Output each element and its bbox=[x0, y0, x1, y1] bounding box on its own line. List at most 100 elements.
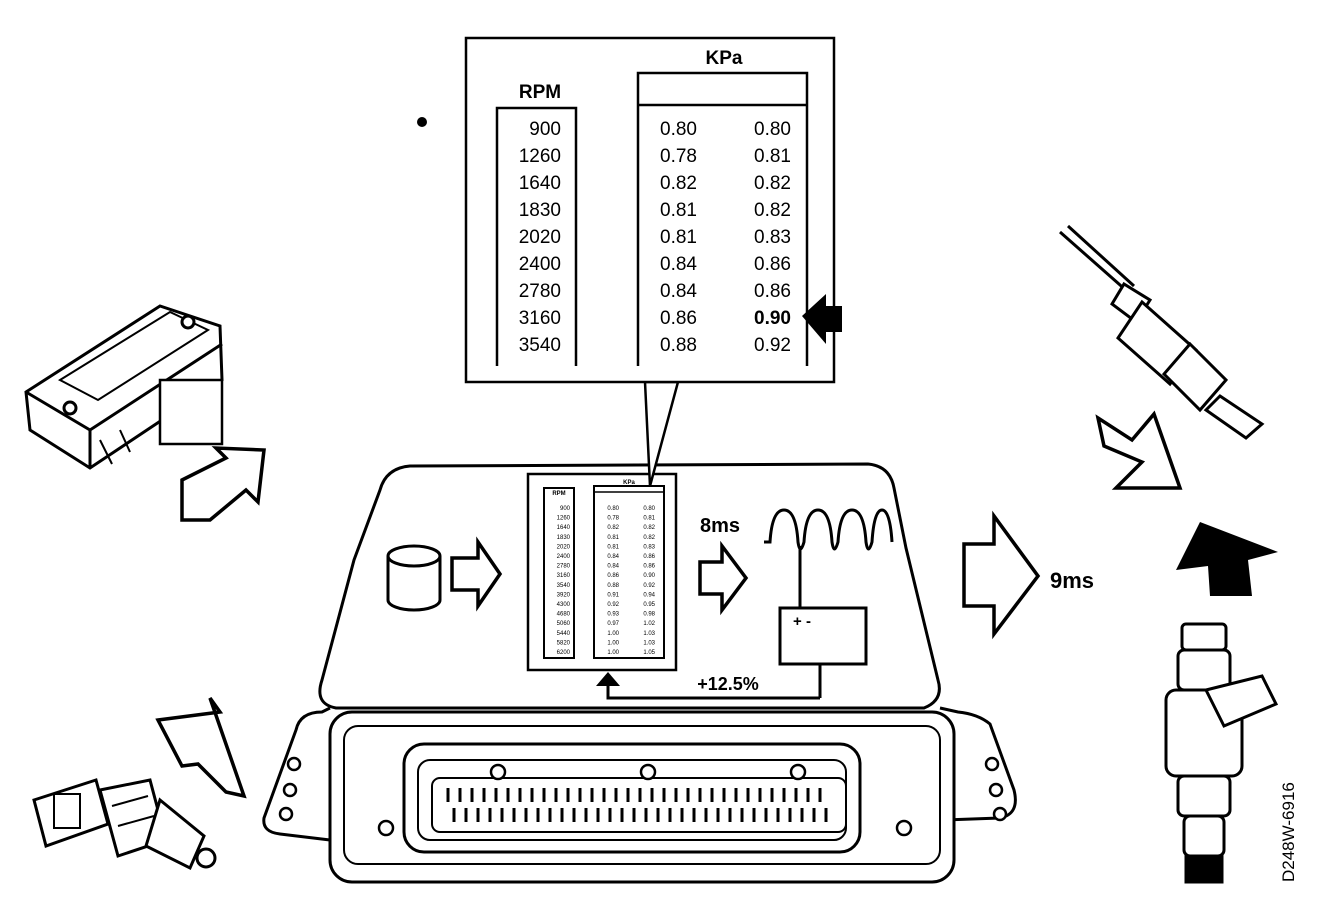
small-kpa-cell: 0.90 bbox=[643, 573, 655, 579]
small-rpm-cell: 5440 bbox=[557, 631, 571, 637]
kpa-cell: 0.88 bbox=[660, 335, 697, 356]
rpm-cell: 1260 bbox=[519, 146, 561, 167]
rpm-cell: 3160 bbox=[519, 308, 561, 329]
kpa-cell: 0.86 bbox=[754, 281, 791, 302]
small-rpm-header: RPM bbox=[552, 491, 565, 497]
pulse-waveform-icon bbox=[764, 508, 894, 551]
feedback-arrow-icon bbox=[596, 672, 620, 686]
kpa-cell: 0.81 bbox=[754, 146, 791, 167]
small-kpa-cell: 0.86 bbox=[643, 564, 655, 570]
small-kpa-cell: 1.03 bbox=[643, 640, 655, 646]
rpm-cell: 900 bbox=[529, 119, 561, 140]
small-kpa-cell: 0.94 bbox=[643, 592, 655, 598]
small-kpa-cell: 0.81 bbox=[607, 535, 619, 541]
rpm-cell: 2400 bbox=[519, 254, 561, 275]
kpa-cell: 0.78 bbox=[660, 146, 697, 167]
small-kpa-cell: 0.82 bbox=[607, 525, 619, 531]
small-kpa-cell: 0.81 bbox=[607, 544, 619, 550]
small-rpm-cell: 6200 bbox=[557, 650, 571, 656]
small-kpa-cell: 1.02 bbox=[643, 621, 655, 627]
coolant-to-ecu-arrow-icon bbox=[155, 696, 247, 799]
small-kpa-cell: 0.93 bbox=[607, 612, 619, 618]
kpa-cell: 0.84 bbox=[660, 281, 697, 302]
small-rpm-cell: 2400 bbox=[557, 554, 571, 560]
kpa-cell: 0.83 bbox=[754, 227, 791, 248]
small-kpa-cell: 1.05 bbox=[643, 650, 655, 656]
ecu-connector-pins bbox=[446, 788, 828, 822]
kpa-cell: 0.82 bbox=[660, 173, 697, 194]
small-kpa-cell: 0.97 bbox=[607, 621, 619, 627]
small-kpa-cell: 0.84 bbox=[607, 564, 619, 570]
kpa-cell-highlighted: 0.90 bbox=[754, 308, 791, 329]
small-kpa-cell: 0.95 bbox=[643, 602, 655, 608]
small-kpa-cell: 0.78 bbox=[607, 516, 619, 522]
small-rpm-cell: 900 bbox=[560, 506, 571, 512]
ecu-mounting-holes bbox=[278, 756, 1008, 837]
small-rpm-cell: 3920 bbox=[557, 592, 571, 598]
map-sensor bbox=[24, 304, 224, 470]
small-kpa-header: KPa bbox=[623, 480, 635, 486]
cylinder-icon bbox=[386, 544, 442, 612]
small-kpa-cell: 0.92 bbox=[643, 583, 655, 589]
oxygen-sensor bbox=[1059, 224, 1265, 440]
oxygen-sensor-signal-box bbox=[778, 606, 868, 666]
kpa-cell: 0.81 bbox=[660, 200, 697, 221]
small-kpa-cell: 0.86 bbox=[607, 573, 619, 579]
kpa-cell: 0.86 bbox=[754, 254, 791, 275]
kpa-cell: 0.81 bbox=[660, 227, 697, 248]
ecu-lookup-table-small bbox=[526, 472, 678, 672]
fuel-injector bbox=[1164, 622, 1279, 884]
bullet-dot bbox=[417, 117, 427, 127]
kpa-cell: 0.82 bbox=[754, 200, 791, 221]
small-rpm-cell: 1830 bbox=[557, 535, 571, 541]
rpm-cell: 3540 bbox=[519, 335, 561, 356]
cylinder-to-table-arrow-icon bbox=[450, 536, 503, 612]
small-kpa-cell: 0.84 bbox=[607, 554, 619, 560]
small-kpa-cell: 1.00 bbox=[607, 650, 619, 656]
highlight-arrow-icon bbox=[802, 294, 842, 344]
small-kpa-cell: 0.82 bbox=[643, 525, 655, 531]
small-kpa-cell: 0.80 bbox=[607, 506, 619, 512]
polarity-label: + - bbox=[793, 613, 811, 630]
small-kpa-cell: 0.81 bbox=[643, 516, 655, 522]
kpa-header: KPa bbox=[706, 48, 743, 69]
small-kpa-cell: 0.82 bbox=[643, 535, 655, 541]
figure-code: D248W-6916 bbox=[1279, 782, 1298, 882]
correction-loop-lines bbox=[606, 546, 822, 700]
ecu-unit bbox=[262, 462, 1017, 884]
correction-label: +12.5% bbox=[697, 674, 759, 694]
small-rpm-cell: 2780 bbox=[557, 564, 571, 570]
kpa-cell: 0.86 bbox=[660, 308, 697, 329]
small-rpm-cell: 5820 bbox=[557, 640, 571, 646]
rpm-cell: 1830 bbox=[519, 200, 561, 221]
zoom-callout bbox=[464, 36, 836, 487]
kpa-cell: 0.82 bbox=[754, 173, 791, 194]
small-kpa-cell: 0.98 bbox=[643, 612, 655, 618]
output-pulse-label: 9ms bbox=[1050, 568, 1094, 593]
output-to-injector-arrow-icon bbox=[1176, 522, 1278, 596]
rpm-cell: 2020 bbox=[519, 227, 561, 248]
rpm-cell: 1640 bbox=[519, 173, 561, 194]
flow-arrows bbox=[155, 410, 1183, 799]
coolant-temperature-sensor bbox=[32, 778, 217, 871]
kpa-cell: 0.80 bbox=[754, 119, 791, 140]
small-kpa-cell: 1.03 bbox=[643, 631, 655, 637]
small-rpm-cell: 3540 bbox=[557, 583, 571, 589]
small-rpm-cell: 4300 bbox=[557, 602, 571, 608]
small-kpa-cell: 0.91 bbox=[607, 592, 619, 598]
small-kpa-cell: 0.80 bbox=[643, 506, 655, 512]
zoom-table-rows: 900 0.80 0.80 1260 0.78 0.81 1640 0.82 0.82 1830 0… bbox=[519, 119, 791, 356]
rpm-cell: 2780 bbox=[519, 281, 561, 302]
oxygen-sensor-to-ecu-arrow-icon bbox=[1095, 410, 1183, 490]
small-rpm-cell: 5060 bbox=[557, 621, 571, 627]
map-to-ecu-arrow-icon bbox=[180, 446, 266, 522]
rpm-header: RPM bbox=[519, 82, 561, 103]
small-rpm-cell: 2020 bbox=[557, 544, 571, 550]
kpa-cell: 0.80 bbox=[660, 119, 697, 140]
zoom-table-frame bbox=[495, 71, 809, 366]
small-rpm-cell: 4680 bbox=[557, 612, 571, 618]
small-kpa-cell: 0.92 bbox=[607, 602, 619, 608]
small-kpa-cell: 0.88 bbox=[607, 583, 619, 589]
